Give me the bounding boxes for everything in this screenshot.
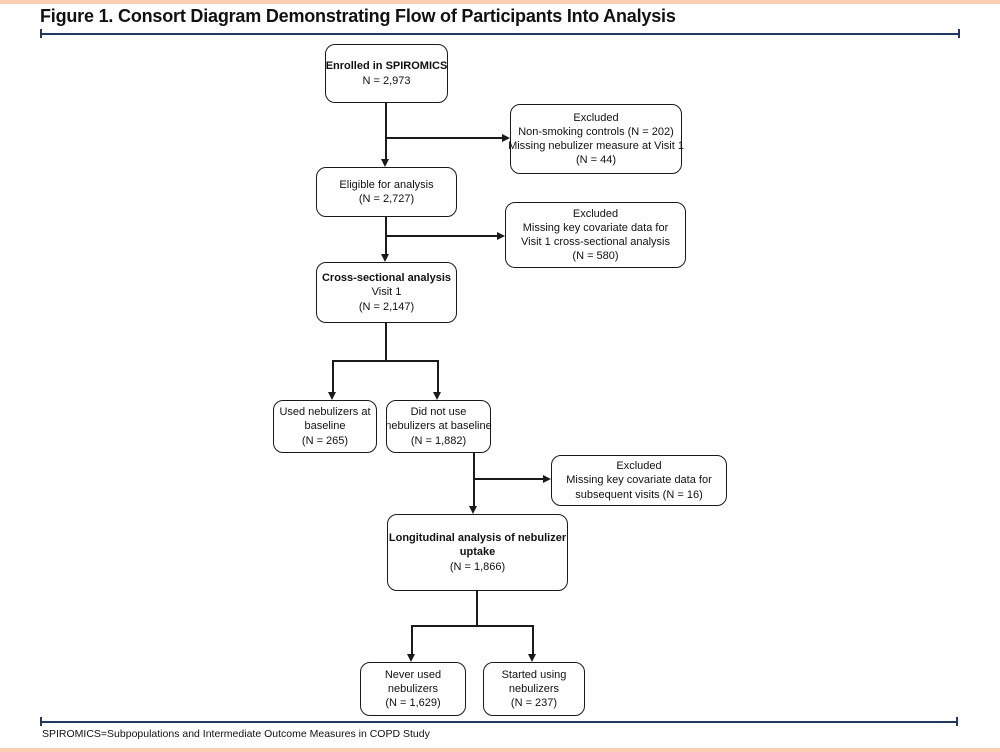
- node-used-n: (N = 265): [301, 434, 349, 447]
- connector-enrolled-eligible: [385, 103, 387, 160]
- arrowhead-down-icon: [328, 392, 336, 400]
- node-started-line1: Started using: [501, 668, 567, 681]
- node-cs-title: Cross-sectional analysis: [321, 272, 451, 285]
- node-didnot-line2: nebulizers at baseline: [385, 420, 492, 433]
- node-started-line2: nebulizers: [508, 682, 560, 695]
- connector-split2-right: [532, 625, 534, 656]
- arrowhead-right-icon: [497, 231, 505, 240]
- node-excluded-visit1: Excluded Non-smoking controls (N = 202) …: [508, 104, 684, 174]
- node-long-title2: uptake: [459, 546, 496, 559]
- arrowhead-down-icon: [433, 392, 441, 400]
- bottom-rule-right-cap: [956, 717, 958, 726]
- connector-branch-excluded-visit1: [385, 137, 503, 139]
- node-excluded-cs-reason1: Missing key covariate data for: [522, 221, 669, 234]
- node-enrolled: Enrolled in SPIROMICS N = 2,973: [325, 44, 448, 103]
- node-long-n: (N = 1,866): [449, 560, 506, 573]
- footnote: SPIROMICS=Subpopulations and Intermediat…: [42, 728, 430, 740]
- node-enrolled-title: Enrolled in SPIROMICS: [325, 60, 448, 73]
- bottom-rule-left-cap: [40, 717, 42, 726]
- node-never-n: (N = 1,629): [385, 697, 441, 710]
- node-did-not-use-nebulizers: Did not use nebulizers at baseline (N = …: [385, 400, 492, 453]
- node-cs-visit: Visit 1: [371, 286, 402, 299]
- connector-split2-left: [411, 625, 413, 656]
- node-enrolled-n: N = 2,973: [362, 74, 411, 87]
- node-cross-sectional: Cross-sectional analysis Visit 1 (N = 2,…: [316, 262, 457, 323]
- node-used-nebulizers: Used nebulizers at baseline (N = 265): [273, 400, 377, 453]
- node-excluded-cross-sectional: Excluded Missing key covariate data for …: [505, 202, 686, 268]
- connector-longitudinal-split: [476, 591, 478, 627]
- connector-split2-horizontal: [411, 625, 534, 627]
- node-excluded-visit1-title: Excluded: [573, 111, 619, 124]
- top-accent-bar: [0, 0, 1000, 4]
- connector-cross-split: [385, 323, 387, 362]
- arrowhead-right-icon: [543, 474, 551, 483]
- node-never-line2: nebulizers: [387, 682, 439, 695]
- node-excluded-sub-reason: Missing key covariate data for: [566, 474, 712, 487]
- connector-didnot-longitudinal: [473, 453, 475, 508]
- node-used-line2: baseline: [304, 420, 346, 433]
- node-eligible-title: Eligible for analysis: [339, 178, 434, 191]
- node-excluded-cs-n: (N = 580): [572, 250, 619, 263]
- node-excluded-cs-reason2: Visit 1 cross-sectional analysis: [521, 236, 670, 248]
- bottom-accent-bar: [0, 748, 1000, 752]
- node-didnot-line1: Did not use: [410, 406, 467, 419]
- arrowhead-down-icon: [528, 654, 536, 662]
- top-rule-right-cap: [958, 29, 960, 38]
- node-cs-n: (N = 2,147): [358, 300, 415, 313]
- node-longitudinal: Longitudinal analysis of nebulizer uptak…: [387, 514, 568, 591]
- node-excluded-sub-title: Excluded: [616, 460, 662, 473]
- node-started-using: Started using nebulizers (N = 237): [483, 662, 585, 716]
- arrowhead-right-icon: [502, 133, 510, 142]
- node-never-used: Never used nebulizers (N = 1,629): [360, 662, 466, 716]
- node-used-line1: Used nebulizers at: [279, 406, 371, 419]
- connector-branch-excluded-cross: [385, 235, 498, 237]
- connector-split1-left: [332, 360, 334, 394]
- node-excluded-visit1-reason2: Missing nebulizer measure at Visit 1: [508, 140, 684, 152]
- connector-branch-excluded-subsequent: [474, 478, 544, 480]
- node-never-line1: Never used: [384, 668, 442, 681]
- node-long-title1: Longitudinal analysis of nebulizer: [388, 532, 567, 545]
- node-excluded-subsequent: Excluded Missing key covariate data for …: [551, 455, 727, 506]
- connector-split1-horizontal: [332, 360, 439, 362]
- arrowhead-down-icon: [469, 506, 477, 514]
- top-rule-left-cap: [40, 29, 42, 38]
- node-excluded-visit1-n: (N = 44): [575, 154, 617, 167]
- bottom-rule: [40, 721, 958, 723]
- node-eligible-n: (N = 2,727): [358, 193, 415, 205]
- top-rule: [40, 33, 960, 35]
- connector-eligible-cross: [385, 217, 387, 257]
- node-didnot-n: (N = 1,882): [410, 434, 467, 447]
- figure-title: Figure 1. Consort Diagram Demonstrating …: [40, 6, 676, 26]
- arrowhead-down-icon: [407, 654, 415, 662]
- arrowhead-down-icon: [381, 254, 389, 262]
- node-excluded-sub-n: subsequent visits (N = 16): [575, 488, 703, 501]
- node-eligible: Eligible for analysis (N = 2,727): [316, 167, 457, 217]
- arrowhead-down-icon: [381, 159, 389, 167]
- node-excluded-visit1-reason1: Non-smoking controls (N = 202): [518, 125, 674, 138]
- node-started-n: (N = 237): [510, 697, 558, 710]
- connector-split1-right: [437, 360, 439, 394]
- node-excluded-cs-title: Excluded: [572, 207, 619, 220]
